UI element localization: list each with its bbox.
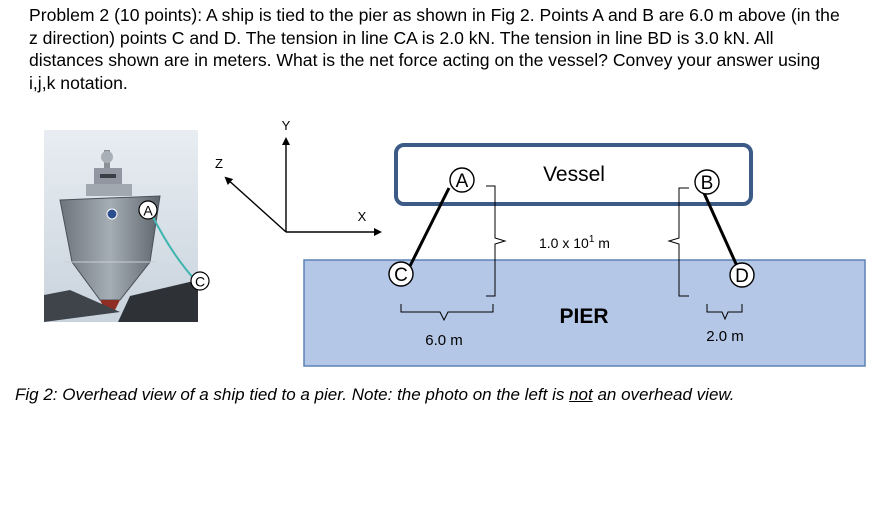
x-axis-label: X xyxy=(358,209,367,224)
point-c-marker xyxy=(388,261,414,287)
z-axis-arrow xyxy=(224,176,287,233)
caption-emphasis: not xyxy=(569,385,593,404)
photo-point-a-label: A xyxy=(143,203,153,219)
right-horizontal-dimension-label: 2.0 m xyxy=(706,328,744,345)
vessel-label: Vessel xyxy=(543,163,605,186)
point-a-label: A xyxy=(456,171,469,192)
point-c-label: C xyxy=(394,265,408,286)
line-bd xyxy=(702,192,739,267)
photo-point-c-label: C xyxy=(195,274,205,290)
problem-statement: Problem 2 (10 points): A ship is tied to… xyxy=(29,5,840,93)
photo-point-c-marker xyxy=(190,271,210,291)
left-horizontal-dimension-label: 6.0 m xyxy=(425,332,463,349)
point-b-marker xyxy=(694,169,720,195)
point-b-label: B xyxy=(701,173,714,194)
figure-caption: Fig 2: Overhead view of a ship tied to a… xyxy=(15,385,735,404)
dimension-brackets xyxy=(400,185,743,322)
coordinate-axes: Y Z X xyxy=(215,118,382,236)
z-axis-label: Z xyxy=(215,156,223,171)
left-horizontal-bracket xyxy=(400,304,494,322)
point-a-marker xyxy=(449,167,475,193)
pier-label: PIER xyxy=(559,305,608,328)
line-ca xyxy=(408,187,451,267)
vertical-dimension-label: 1.0 x 101 m xyxy=(539,234,610,251)
photo-point-a-marker xyxy=(138,200,158,220)
y-axis-label: Y xyxy=(282,118,291,133)
left-vertical-bracket xyxy=(486,185,507,297)
mooring-line xyxy=(151,214,197,282)
vessel xyxy=(394,143,753,206)
right-horizontal-bracket xyxy=(706,304,743,321)
right-vertical-bracket xyxy=(667,187,689,297)
ship-photo: A C xyxy=(44,130,210,322)
point-d-marker xyxy=(729,262,755,288)
point-d-label: D xyxy=(735,266,749,287)
